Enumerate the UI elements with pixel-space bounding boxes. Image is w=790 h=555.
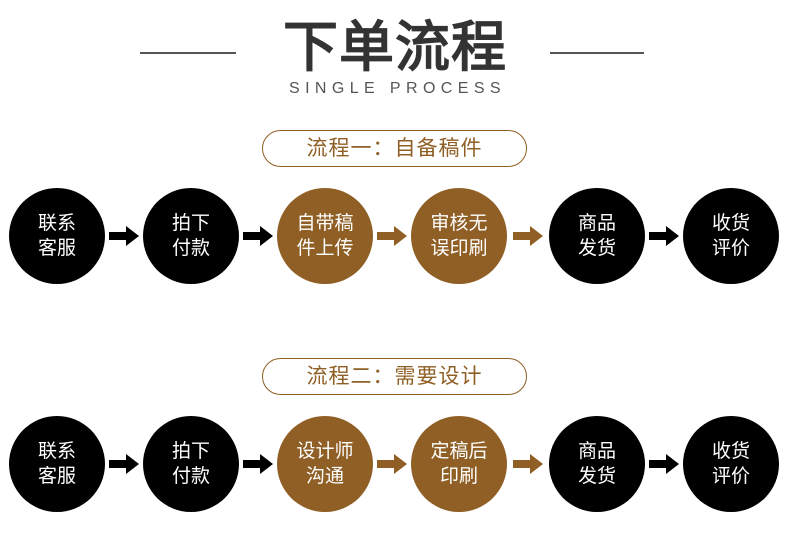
step-text-line2: 发货 <box>577 237 616 259</box>
flow-step: 拍下付款 <box>143 416 239 512</box>
arrow-right-icon <box>109 454 139 474</box>
flow-step: 收货评价 <box>683 188 779 284</box>
step-text-line1: 收货 <box>711 440 750 462</box>
flow-label-2: 流程二：需要设计 <box>262 358 527 395</box>
arrow-right-icon <box>649 226 679 246</box>
step-text-line1: 商品 <box>577 440 616 462</box>
step-text-line1: 收货 <box>711 212 750 234</box>
step-text-line1: 设计师 <box>296 440 354 462</box>
step-text-line1: 自带稿 <box>296 212 354 234</box>
step-text-line1: 商品 <box>577 212 616 234</box>
arrow-right-icon <box>513 226 543 246</box>
step-text-line1: 定稿后 <box>430 440 488 462</box>
page-title: 下单流程 <box>282 15 507 79</box>
flow-step: 拍下付款 <box>143 188 239 284</box>
arrow-right-icon <box>109 226 139 246</box>
step-text-line2: 客服 <box>37 237 76 259</box>
arrow-right-icon <box>649 454 679 474</box>
flow-step: 收货评价 <box>683 416 779 512</box>
step-text-line2: 评价 <box>711 465 750 487</box>
step-text-line2: 客服 <box>37 465 76 487</box>
step-text-line2: 发货 <box>577 465 616 487</box>
step-text-line1: 拍下 <box>171 212 210 234</box>
step-text-line2: 误印刷 <box>430 237 488 259</box>
flow-step: 联系客服 <box>9 188 105 284</box>
arrow-right-icon <box>377 226 407 246</box>
flow-step: 联系客服 <box>9 416 105 512</box>
arrow-right-icon <box>243 454 273 474</box>
flow-label-1: 流程一：自备稿件 <box>262 130 527 167</box>
arrow-right-icon <box>377 454 407 474</box>
step-text-line1: 审核无 <box>430 212 488 234</box>
step-text-line1: 联系 <box>37 440 76 462</box>
flow-step: 审核无误印刷 <box>411 188 507 284</box>
step-text-line2: 印刷 <box>439 465 478 487</box>
flow-step: 商品发货 <box>549 188 645 284</box>
step-text-line2: 沟通 <box>305 465 344 487</box>
step-text-line2: 评价 <box>711 237 750 259</box>
step-text-line2: 付款 <box>171 465 210 487</box>
step-text-line2: 付款 <box>171 237 210 259</box>
step-text-line1: 联系 <box>37 212 76 234</box>
page-subtitle: SINGLE PROCESS <box>289 80 506 97</box>
flow-step: 设计师沟通 <box>277 416 373 512</box>
title-divider-right <box>550 52 644 54</box>
arrow-right-icon <box>243 226 273 246</box>
step-text-line2: 件上传 <box>296 237 354 259</box>
step-text-line1: 拍下 <box>171 440 210 462</box>
flow-step: 定稿后印刷 <box>411 416 507 512</box>
flow-step: 商品发货 <box>549 416 645 512</box>
title-divider-left <box>140 52 236 54</box>
flow-step: 自带稿件上传 <box>277 188 373 284</box>
arrow-right-icon <box>513 454 543 474</box>
